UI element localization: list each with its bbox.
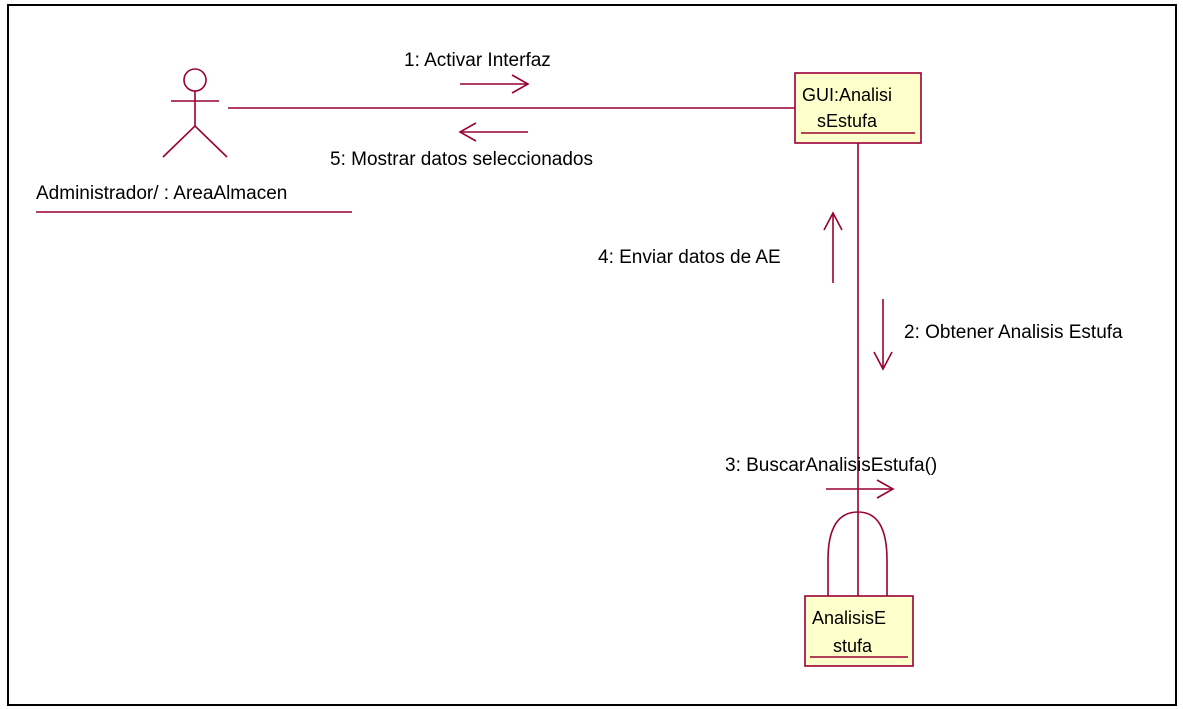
message-4-arrow-icon xyxy=(823,211,843,283)
message-1-arrow-icon xyxy=(460,74,530,94)
analisis-object-name-line1: AnalisisE xyxy=(812,608,886,628)
diagram-frame xyxy=(7,4,1177,706)
message-1-label[interactable]: 1: Activar Interfaz xyxy=(404,50,551,71)
gui-object-name-line2: sEstufa xyxy=(817,111,878,131)
gui-object[interactable]: GUI:Analisi sEstufa xyxy=(794,72,922,144)
message-5-label[interactable]: 5: Mostrar datos seleccionados xyxy=(330,149,593,170)
analisis-object-name-line2: stufa xyxy=(833,636,873,656)
message-3-arrow-icon xyxy=(826,479,895,499)
message-4-label[interactable]: 4: Enviar datos de AE xyxy=(598,247,781,268)
message-2-label[interactable]: 2: Obtener Analisis Estufa xyxy=(904,322,1123,343)
message-5-arrow-icon xyxy=(458,122,528,142)
analisis-object[interactable]: AnalisisE stufa xyxy=(804,595,914,667)
message-2-arrow-icon xyxy=(873,299,893,371)
message-3-label[interactable]: 3: BuscarAnalisisEstufa() xyxy=(725,455,937,476)
stick-figure-icon xyxy=(162,68,228,158)
self-link-loop xyxy=(827,511,888,596)
gui-object-name-line1: GUI:Analisi xyxy=(802,85,892,105)
actor-label[interactable]: Administrador/ : AreaAlmacen xyxy=(36,183,287,204)
